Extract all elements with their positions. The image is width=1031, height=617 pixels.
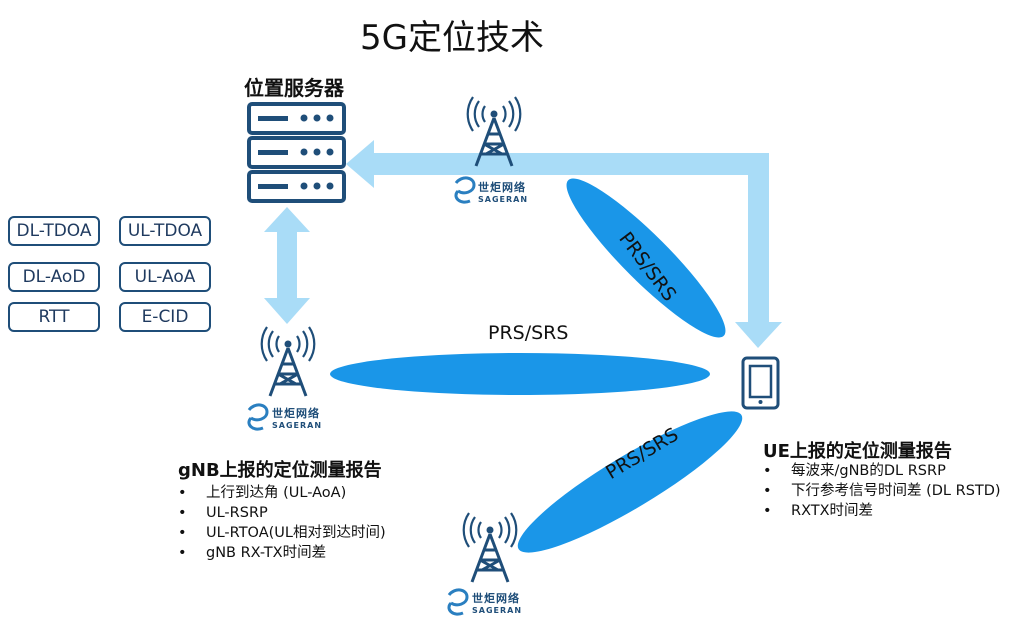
ue-report-list: 每波来/gNB的DL RSRP 下行参考信号时间差 (DL RSTD) RXTX…: [763, 461, 1001, 521]
brand-logo-bottom-icon: [447, 588, 469, 616]
ue-report-item: 下行参考信号时间差 (DL RSTD): [763, 481, 1001, 501]
brand-en: SAGERAN: [472, 606, 523, 615]
method-rtt: RTT: [8, 302, 100, 332]
method-e-cid: E-CID: [119, 302, 211, 332]
method-ul-aoa: UL-AoA: [119, 262, 211, 292]
brand-text-bottom: 世炬网络 SAGERAN: [472, 593, 522, 617]
brand-logo-top-icon: [454, 176, 476, 204]
ue-report-title: UE上报的定位测量报告: [763, 441, 952, 462]
gnb-report-title: gNB上报的定位测量报告: [178, 460, 382, 481]
beam-top: [566, 178, 726, 338]
method-ul-tdoa: UL-TDOA: [119, 216, 211, 246]
ue-report-item: 每波来/gNB的DL RSRP: [763, 461, 1001, 481]
server-label: 位置服务器: [244, 76, 344, 100]
brand-logo-left-icon: [247, 403, 269, 431]
tower-bottom-icon: [462, 511, 518, 584]
tower-left-icon: [260, 325, 316, 398]
server-icon: [247, 102, 346, 203]
gnb-report-item: UL-RTOA(UL相对到达时间): [178, 523, 386, 543]
brand-cn: 世炬网络: [472, 592, 520, 605]
beam-middle: [330, 353, 710, 395]
server-to-ue-arrow: [346, 140, 782, 348]
beam-label-middle: PRS/SRS: [488, 322, 569, 344]
gnb-report-item: UL-RSRP: [178, 503, 386, 523]
brand-text-top: 世炬网络 SAGERAN: [478, 182, 528, 206]
phone-icon: [741, 356, 780, 410]
ue-report-item: RXTX时间差: [763, 501, 1001, 521]
brand-text-left: 世炬网络 SAGERAN: [272, 408, 322, 432]
gnb-report-item: 上行到达角 (UL-AoA): [178, 483, 386, 503]
gnb-report-item: gNB RX-TX时间差: [178, 543, 386, 563]
method-dl-aod: DL-AoD: [8, 262, 100, 292]
page-title: 5G定位技术: [360, 18, 544, 58]
server-gnb-double-arrow: [264, 207, 310, 324]
brand-en: SAGERAN: [272, 421, 323, 430]
gnb-report-list: 上行到达角 (UL-AoA) UL-RSRP UL-RTOA(UL相对到达时间)…: [178, 483, 386, 563]
beam-bottom: [517, 411, 743, 553]
method-dl-tdoa: DL-TDOA: [8, 216, 100, 246]
brand-en: SAGERAN: [478, 195, 529, 204]
brand-cn: 世炬网络: [478, 181, 526, 194]
brand-cn: 世炬网络: [272, 407, 320, 420]
